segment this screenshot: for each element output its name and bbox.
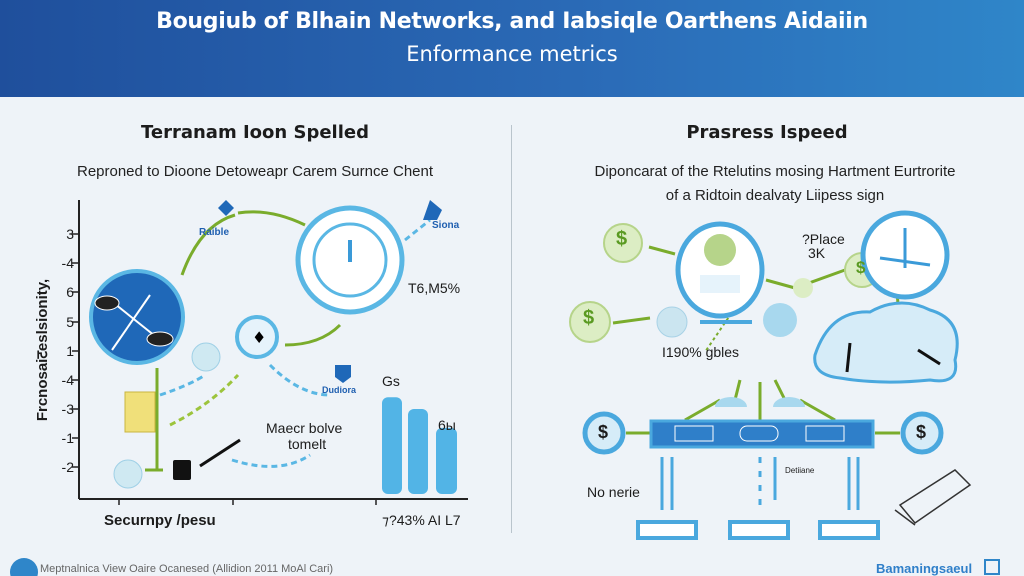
bar-group — [382, 397, 457, 494]
network-bar — [649, 419, 875, 449]
right-panel-title: Prasress Ispeed — [686, 122, 848, 143]
building-icon — [124, 391, 156, 433]
bar — [382, 397, 402, 494]
bar — [436, 427, 457, 494]
dollar-node — [582, 411, 626, 455]
green-connector — [180, 213, 236, 276]
percent-label: T6,M5% — [408, 280, 461, 296]
header-banner: Bougiub of Blhain Networks, and Iabsiqle… — [0, 0, 1024, 97]
footer-logo — [10, 558, 38, 576]
server-icon — [675, 221, 765, 324]
dollar-coin — [603, 223, 643, 263]
cloud-shape — [813, 301, 959, 384]
dudiora-label: Dudiora — [322, 385, 357, 395]
clock-icon-right — [860, 210, 950, 300]
y-tick-label: -4 — [61, 255, 74, 271]
y-tick-label: -1 — [61, 430, 74, 446]
gear-burst — [763, 303, 797, 337]
y-axis-label: Frcnosaiटeslsionity, — [34, 278, 51, 422]
footer-brand: Bamaningsaeul — [876, 561, 973, 576]
right-panel-subtitle-1: Diponcarat of the Rtelutins mosing Hartm… — [594, 163, 956, 180]
dollar-coin — [569, 301, 611, 343]
clock-icon — [295, 205, 405, 315]
footer-icon — [984, 559, 1000, 575]
y-tick-label: -3 — [61, 401, 74, 417]
bar-label-six: 6ы — [438, 417, 456, 433]
raible-label: Raible — [199, 227, 230, 238]
bar-label-gs: Gs — [382, 373, 400, 389]
x-axis-note: ⁊?43% AI L7 — [382, 512, 461, 528]
network-icon — [89, 269, 185, 365]
dollar-icon: $ — [856, 258, 866, 277]
machine-label: Maecr bolve — [266, 420, 343, 436]
footer-text: Meptnalnica View Oaire Ocanesed (Allidio… — [40, 563, 334, 575]
machine-label-2: tomelt — [288, 436, 327, 452]
place-label: ?Place — [802, 231, 845, 247]
none-label: No nerie — [587, 484, 640, 500]
y-tick-label: 5 — [66, 314, 74, 330]
green-connector — [237, 210, 306, 227]
bar — [408, 409, 428, 494]
dollar-icon: $ — [583, 307, 595, 329]
y-tick-label: -4 — [61, 372, 74, 388]
y-tick-label: 1 — [66, 343, 74, 359]
page-title: Bougiub of Blhain Networks, and Iabsiqle… — [156, 9, 868, 34]
dollar-icon: $ — [616, 228, 628, 250]
gbles-label: I190% gbles — [662, 344, 740, 360]
green-connector — [284, 323, 342, 347]
left-panel-subtitle: Reproned to Dioone Detoweapr Carem Surnc… — [76, 163, 434, 180]
truck-icon — [894, 469, 972, 526]
y-ticks — [72, 233, 377, 505]
y-tick-label: 3 — [66, 226, 74, 242]
page-subtitle: Enformance metrics — [406, 42, 618, 66]
dollar-node — [900, 411, 944, 455]
panel-divider — [511, 125, 512, 533]
small-label: Detiiane — [785, 466, 815, 475]
pen-icon — [235, 315, 279, 359]
y-tick-label: -2 — [61, 459, 74, 475]
left-panel-title: Terranam Ioon Spelled — [141, 122, 369, 143]
dollar-icon: $ — [916, 422, 927, 442]
right-panel-subtitle-2: of a Ridtoin dealvaty Liipess sign — [665, 187, 885, 204]
place-label-2: 3K — [808, 245, 826, 261]
y-tick-label: 6 — [66, 284, 74, 300]
siona-label: Siona — [432, 220, 460, 231]
svg-text:♦: ♦ — [252, 328, 266, 347]
x-axis-label: Securnpy /pesu — [104, 512, 216, 529]
dollar-icon: $ — [598, 422, 609, 442]
